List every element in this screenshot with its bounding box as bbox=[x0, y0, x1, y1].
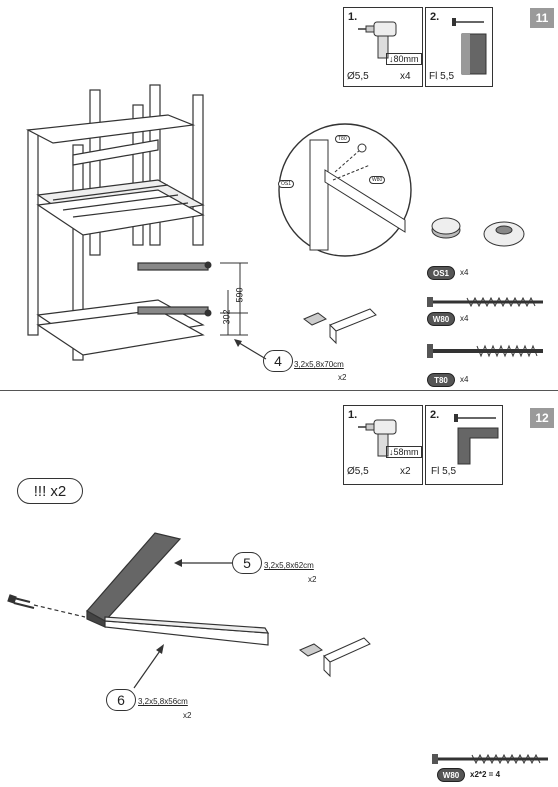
box-index: 2. bbox=[430, 11, 440, 23]
part-4-qty: x2 bbox=[338, 373, 347, 382]
drill-depth: ↓80mm bbox=[386, 53, 422, 65]
part-5-size: 3,2x5,8x62cm bbox=[264, 561, 314, 570]
box-index: 2. bbox=[430, 409, 440, 421]
drill-count: x2 bbox=[400, 466, 411, 477]
bolt-t80-icon bbox=[427, 344, 543, 358]
drill-instruction-box: 1. ↓58mm Ø5,5 x2 bbox=[343, 405, 423, 485]
callout-os1: OS1 bbox=[278, 180, 295, 188]
hw-os1-tag: OS1 bbox=[427, 266, 455, 280]
part-number-5: 5 bbox=[232, 552, 262, 574]
part-6-arrow bbox=[133, 644, 164, 689]
wood-piece-icon bbox=[303, 308, 377, 345]
tower-frame-drawing bbox=[25, 84, 209, 361]
pilot-hole-text: Fl 5,5 bbox=[431, 466, 457, 477]
part-number-6: 6 bbox=[106, 689, 136, 711]
hw-w80-qty: x4 bbox=[460, 314, 469, 323]
box-index: 1. bbox=[348, 11, 358, 23]
screw-w80-icon bbox=[432, 753, 548, 765]
drill-diameter: Ø5,5 bbox=[347, 71, 369, 82]
dimension-lines bbox=[204, 261, 248, 336]
hw-t80-qty: x4 bbox=[460, 375, 469, 384]
hw-t80-tag: T80 bbox=[427, 373, 455, 387]
cap-icons bbox=[431, 217, 525, 247]
hw-os1-qty: x4 bbox=[460, 268, 469, 277]
drill-icon bbox=[358, 419, 397, 457]
dimension-total: 590 bbox=[234, 287, 245, 303]
dimension-step: 302 bbox=[221, 309, 232, 325]
callout-t80: T80 bbox=[335, 135, 350, 143]
hw-w80-qty: x2*2 = 4 bbox=[470, 770, 501, 779]
l-frame-drawing bbox=[7, 532, 270, 646]
part-number-4: 4 bbox=[263, 350, 293, 372]
warning-badge: !!! x2 bbox=[17, 478, 83, 504]
pilot-hole-box: 2. Fl 5,5 bbox=[425, 7, 493, 87]
drill-icon bbox=[358, 21, 397, 59]
drill-instruction-box: 1. ↓80mm Ø5,5 x4 bbox=[343, 7, 423, 87]
pilot-hole-text: Fl 5,5 bbox=[429, 71, 455, 82]
part-5-qty: x2 bbox=[308, 575, 317, 584]
screw-into-wood-icon bbox=[454, 414, 499, 465]
step-divider bbox=[0, 390, 558, 391]
step-number-badge: 11 bbox=[530, 8, 554, 28]
drill-diameter: Ø5,5 bbox=[347, 466, 369, 477]
detail-magnifier bbox=[278, 123, 412, 257]
part-4-arrow bbox=[234, 339, 267, 360]
part-4-size: 3,2x5,8x70cm bbox=[294, 360, 344, 369]
part-6-qty: x2 bbox=[183, 711, 192, 720]
screw-w80-icon bbox=[427, 296, 543, 308]
box-index: 1. bbox=[348, 409, 358, 421]
step-number-badge: 12 bbox=[530, 408, 554, 428]
pilot-hole-box: 2. Fl 5,5 bbox=[425, 405, 503, 485]
drill-depth: ↓58mm bbox=[386, 446, 422, 458]
part-6-size: 3,2x5,8x56cm bbox=[138, 697, 188, 706]
screw-into-wood-icon bbox=[452, 18, 487, 75]
wood-piece-icon bbox=[299, 637, 371, 678]
part-5-arrow bbox=[174, 559, 232, 567]
hw-w80-tag: W80 bbox=[427, 312, 455, 326]
hw-w80-tag: W80 bbox=[437, 768, 465, 782]
drill-count: x4 bbox=[400, 71, 411, 82]
callout-w80: W80 bbox=[369, 176, 386, 184]
